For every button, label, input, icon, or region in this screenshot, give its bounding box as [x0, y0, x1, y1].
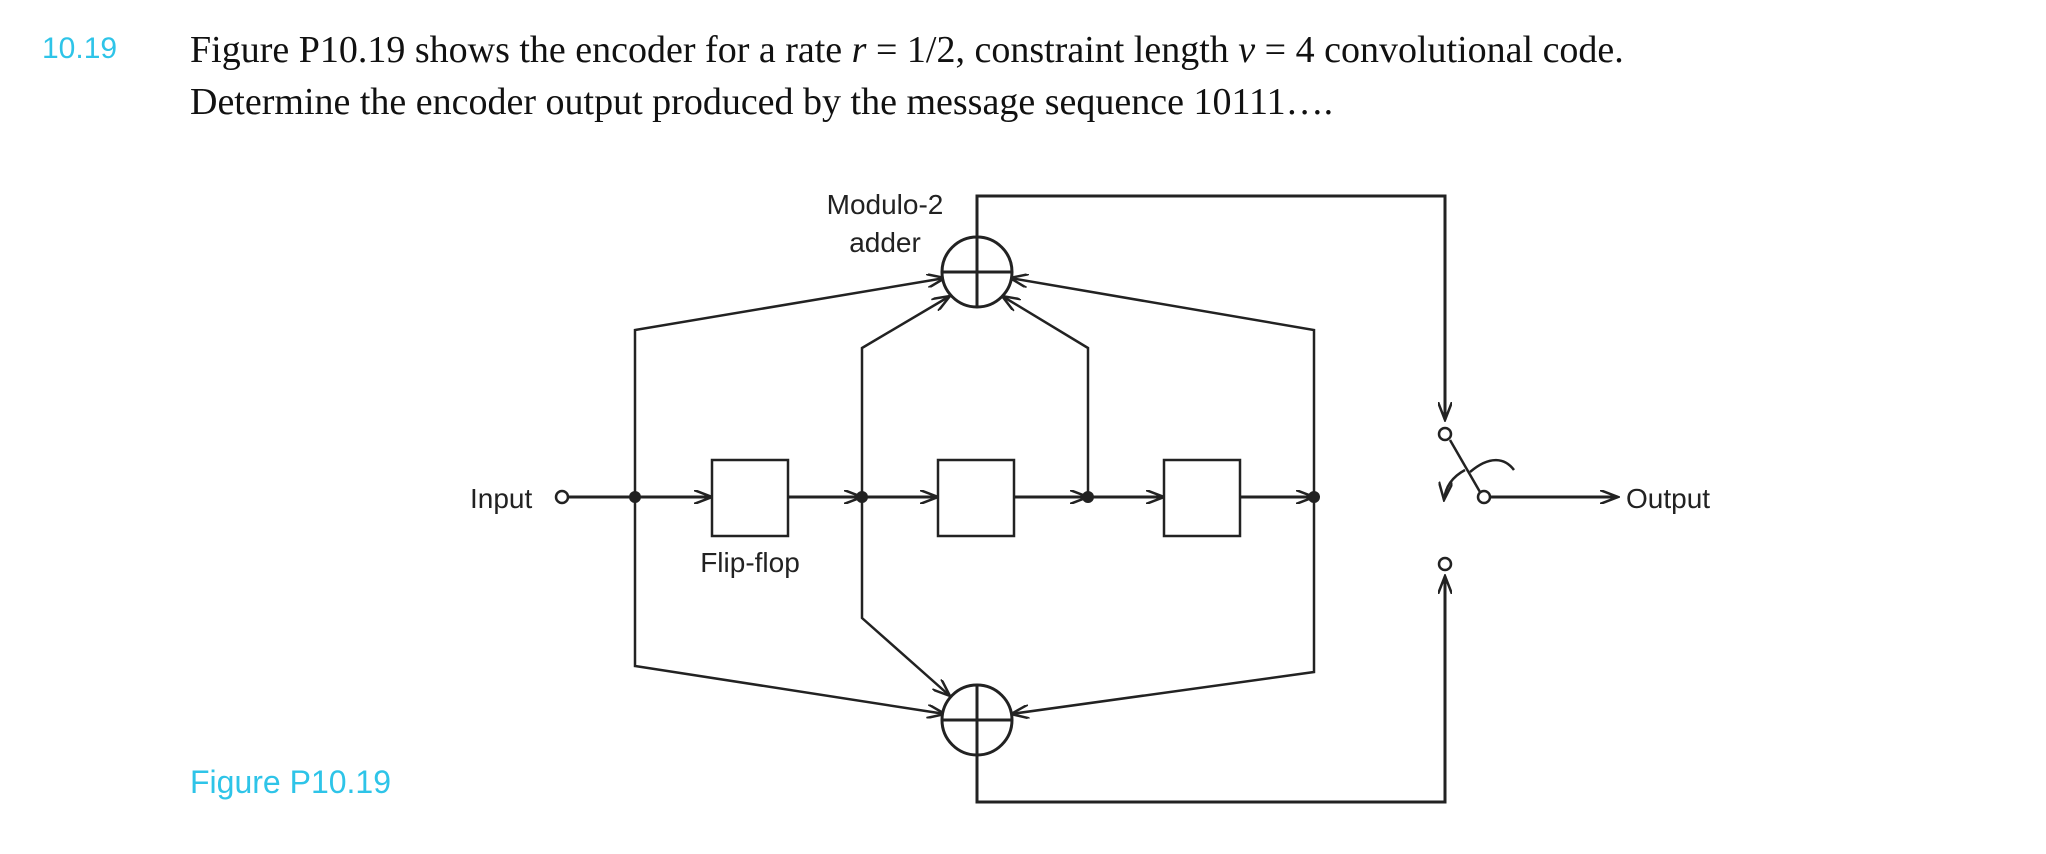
- bottom-output-wire: [975, 576, 1445, 804]
- top-adder-connections: [633, 278, 1316, 497]
- rate-variable: r: [851, 29, 867, 71]
- problem-text-part-b: = 1/2, constraint length: [866, 29, 1239, 71]
- problem-text-part-a: Figure P10.19 shows the encoder for a ra…: [190, 29, 852, 71]
- problem-number: 10.19: [42, 32, 118, 65]
- output-switch: [1439, 426, 1515, 572]
- adder-label-line-2: adder: [849, 227, 921, 258]
- input-terminal: [554, 489, 570, 505]
- problem-text-line-1: Figure P10.19 shows the encoder for a ra…: [190, 28, 1624, 72]
- problem-text-line-2: Determine the encoder output produced by…: [190, 81, 1334, 123]
- bottom-adder-connections: [633, 497, 1316, 714]
- flip-flop-1: [710, 458, 790, 538]
- flipflop-label: Flip-flop: [700, 547, 800, 578]
- constraint-variable: ν: [1238, 29, 1256, 71]
- flip-flop-2: [936, 458, 1016, 538]
- figure-caption: Figure P10.19: [190, 764, 392, 800]
- input-label: Input: [470, 483, 532, 514]
- adder-label-line-1: Modulo-2: [827, 189, 944, 220]
- top-modulo2-adder: [940, 235, 1014, 309]
- top-output-wire: [975, 194, 1445, 420]
- bottom-modulo2-adder: [940, 683, 1014, 757]
- output-label: Output: [1626, 483, 1710, 514]
- flip-flop-3: [1162, 458, 1242, 538]
- problem-text-part-c: = 4 convolutional code.: [1255, 29, 1624, 71]
